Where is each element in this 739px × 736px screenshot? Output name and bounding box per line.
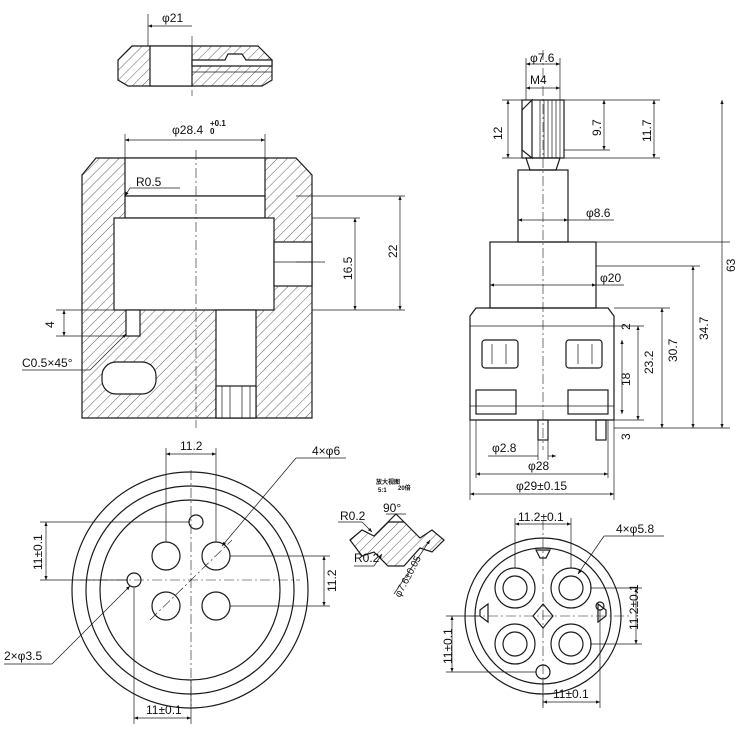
dim-bore-tol-lower: 0	[210, 127, 215, 136]
left-dim-11-2: 11.2	[180, 439, 203, 453]
cartridge-elevation: φ7.6 M4 12 9.7 11.7 φ8.6 φ20 63 34.7	[469, 50, 738, 500]
right-dim-11-left: 11±0.1	[441, 628, 455, 664]
dim-16-5: 16.5	[341, 256, 355, 280]
dim-11-7: 11.7	[640, 119, 654, 142]
detail-note2: 5:1	[378, 488, 387, 494]
right-plan-view: 11.2±0.1 4×φ5.8 11.2±0.1 11±0.1 11±0.1	[441, 510, 664, 708]
dim-3: 3	[619, 433, 633, 440]
right-dim-11-bottom: 11±0.1	[553, 687, 589, 701]
dim-shaft-dia: φ8.6	[586, 206, 611, 220]
dim-63: 63	[724, 258, 738, 272]
left-dim-11-bottom: 11±0.1	[146, 703, 182, 717]
dim-m4: M4	[530, 73, 547, 87]
dim-r05: R0.5	[136, 175, 162, 189]
detail-note3: 20倍	[398, 484, 411, 492]
left-dim-11-1: 11±0.1	[31, 534, 45, 570]
dim-bore: φ28.4	[172, 123, 203, 137]
left-dim-11-2-right: 11.2	[325, 569, 339, 592]
right-dim-4x58: 4×φ5.8	[616, 522, 654, 536]
dim-pin-dia: φ2.8	[492, 441, 517, 455]
dim-stem-dia: φ7.6	[530, 51, 555, 65]
dim-base-dia28: φ28	[528, 459, 549, 473]
dim-4: 4	[43, 321, 57, 328]
right-dim-11-2: 11.2±0.1	[518, 510, 564, 524]
dim-2: 2	[619, 323, 633, 330]
dim-30-7: 30.7	[666, 338, 680, 362]
dim-bore-tol-upper: +0.1	[210, 119, 226, 128]
body-section-view: φ28.4 +0.1 0 R0.5 16.5 22 4 C0.5×45°	[22, 119, 405, 428]
dim-12: 12	[491, 126, 505, 140]
dim-body-dia20: φ20	[600, 271, 621, 285]
detail-dim-90: 90°	[383, 501, 401, 515]
right-dim-11-2-side: 11.2±0.1	[627, 584, 641, 630]
top-cap-part: φ21	[117, 11, 273, 96]
left-plan-view: 11.2 4×φ6 11±0.1 11.2 2×φ3.5 11±0.1	[4, 439, 346, 724]
left-dim-4x6: 4×φ6	[312, 444, 340, 458]
detail-note1: 放大视图	[375, 478, 400, 486]
detail-view: 放大视图 5:1 20倍 90° R0.2 R0.2 φ7.6±0.05	[338, 478, 445, 599]
dim-chamfer: C0.5×45°	[22, 356, 73, 370]
dim-18: 18	[619, 372, 633, 386]
dim-top-dia: φ21	[162, 11, 183, 25]
dim-34-7: 34.7	[697, 316, 711, 340]
detail-dim-r02b: R0.2	[354, 551, 380, 565]
left-dim-2x35: 2×φ3.5	[4, 649, 42, 663]
dim-9-7: 9.7	[590, 119, 604, 136]
dim-outer-dia29: φ29±0.15	[516, 479, 567, 493]
dim-23-2: 23.2	[642, 350, 656, 374]
dim-22: 22	[386, 244, 400, 258]
detail-dim-r02a: R0.2	[340, 509, 366, 523]
